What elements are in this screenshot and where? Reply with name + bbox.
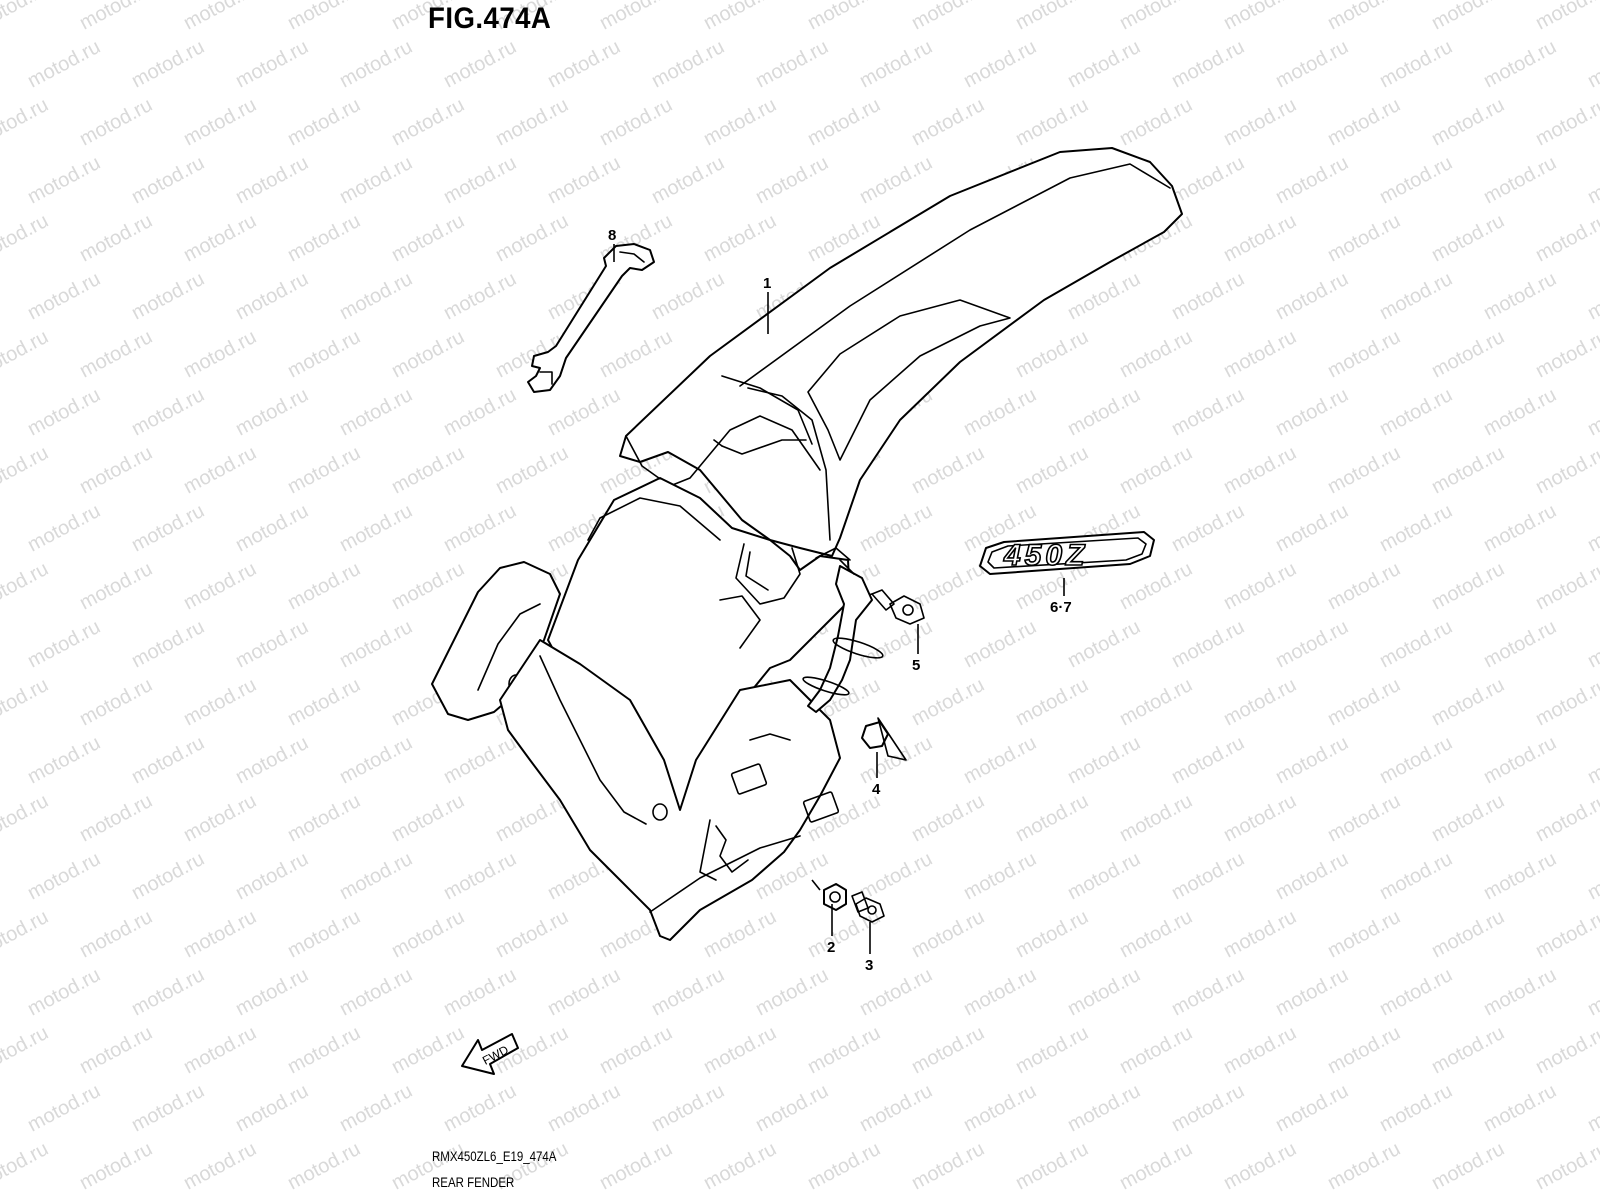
bolt-part-3[interactable] xyxy=(851,891,885,923)
fwd-direction-arrow: FWD xyxy=(461,1033,519,1075)
wrench-tool-part[interactable] xyxy=(527,243,655,393)
bolt-part-5[interactable] xyxy=(863,589,925,625)
callout-8: 8 xyxy=(608,227,616,244)
fender-bracket[interactable] xyxy=(802,547,907,761)
callout-5: 5 xyxy=(912,657,920,674)
leader-lines xyxy=(613,244,1065,954)
callout-6-7: 6·7 xyxy=(1050,599,1072,616)
figure-title: FIG.474A xyxy=(428,2,552,35)
figure-name: REAR FENDER xyxy=(432,1174,515,1190)
callout-2: 2 xyxy=(827,939,835,956)
figure-code: RMX450ZL6_E19_474A xyxy=(432,1148,557,1164)
rear-fender-part[interactable] xyxy=(431,147,1183,941)
decal-part-6-7[interactable]: 450Z xyxy=(979,531,1155,575)
callout-3: 3 xyxy=(865,957,873,974)
decal-text: 450Z xyxy=(1003,539,1088,572)
callout-4: 4 xyxy=(872,781,881,798)
nut-part-2[interactable] xyxy=(823,883,847,911)
callout-1: 1 xyxy=(763,275,771,292)
